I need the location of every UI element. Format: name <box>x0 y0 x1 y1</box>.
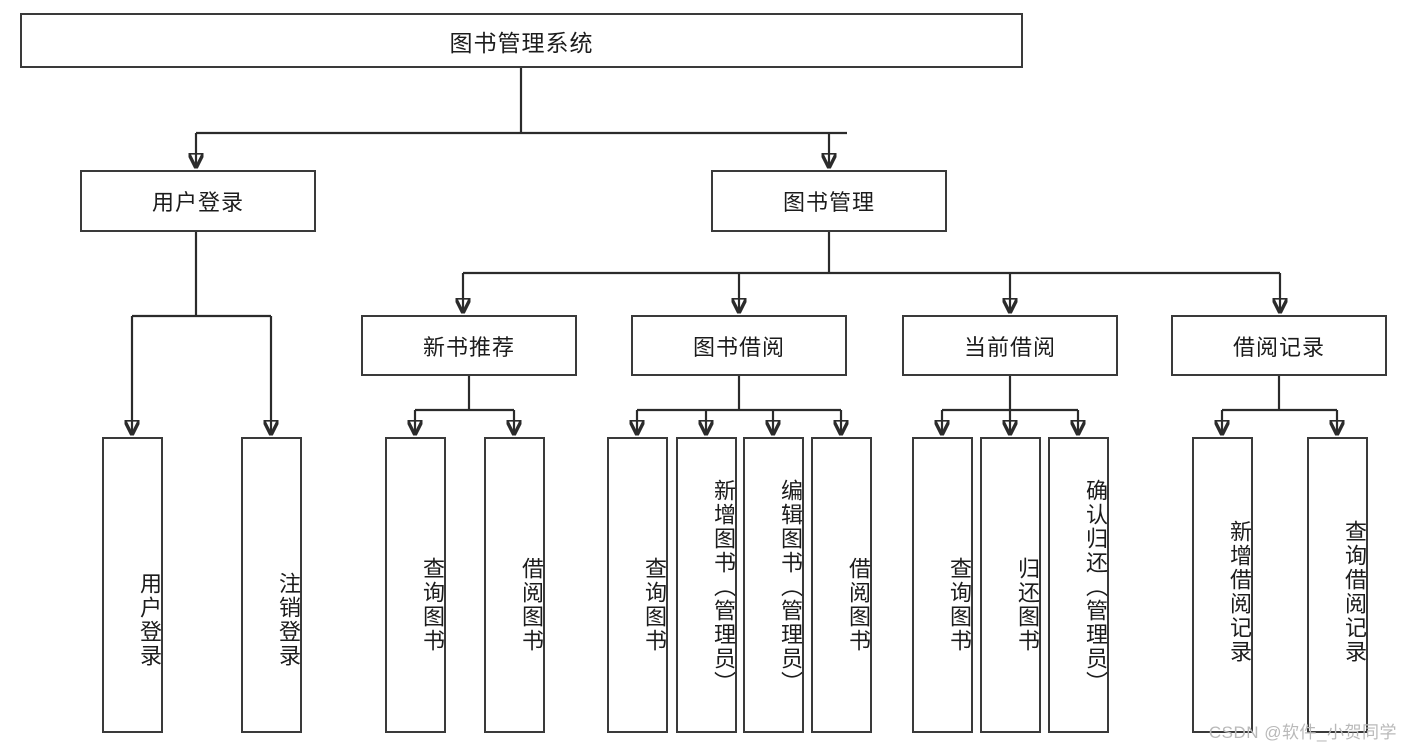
leaf-borrow-book-1-label: 借阅图书 <box>519 557 544 653</box>
node-borrow-record[interactable]: 借阅记录 <box>1171 315 1387 376</box>
leaf-query-book-3-label: 查询图书 <box>947 557 972 653</box>
leaf-user-login-label: 用户登录 <box>137 572 162 668</box>
leaf-query-book-1[interactable]: 查询图书 <box>385 437 446 733</box>
leaf-query-book-2-label: 查询图书 <box>642 557 667 653</box>
leaf-query-record-label: 查询借阅记录 <box>1342 520 1367 664</box>
leaf-user-login[interactable]: 用户登录 <box>102 437 163 733</box>
node-book-manage[interactable]: 图书管理 <box>711 170 947 232</box>
leaf-logout-login[interactable]: 注销登录 <box>241 437 302 733</box>
node-borrow-record-label: 借阅记录 <box>1232 334 1325 360</box>
leaf-borrow-book-2[interactable]: 借阅图书 <box>811 437 872 733</box>
node-book-borrow[interactable]: 图书借阅 <box>631 315 847 376</box>
leaf-query-record[interactable]: 查询借阅记录 <box>1307 437 1368 733</box>
leaf-borrow-book-1[interactable]: 借阅图书 <box>484 437 545 733</box>
node-root[interactable]: 图书管理系统 <box>20 13 1023 68</box>
node-new-book-recommend[interactable]: 新书推荐 <box>361 315 577 376</box>
leaf-add-book-label: 新增图书（管理员） <box>711 479 736 695</box>
node-user-login[interactable]: 用户登录 <box>80 170 316 232</box>
leaf-add-book[interactable]: 新增图书（管理员） <box>676 437 737 733</box>
leaf-return-book-label: 归还图书 <box>1015 557 1040 653</box>
leaf-borrow-book-2-label: 借阅图书 <box>846 557 871 653</box>
node-book-borrow-label: 图书借阅 <box>692 334 785 360</box>
leaf-edit-book-label: 编辑图书（管理员） <box>778 479 803 695</box>
node-root-label: 图书管理系统 <box>449 29 594 56</box>
node-current-borrow[interactable]: 当前借阅 <box>902 315 1118 376</box>
leaf-edit-book[interactable]: 编辑图书（管理员） <box>743 437 804 733</box>
node-current-borrow-label: 当前借阅 <box>963 334 1056 360</box>
leaf-query-book-2[interactable]: 查询图书 <box>607 437 668 733</box>
watermark: CSDN @软件_小贺同学 <box>1208 723 1397 742</box>
leaf-query-book-3[interactable]: 查询图书 <box>912 437 973 733</box>
leaf-return-book[interactable]: 归还图书 <box>980 437 1041 733</box>
leaf-confirm-return-label: 确认归还（管理员） <box>1083 479 1108 695</box>
node-new-book-recommend-label: 新书推荐 <box>422 334 515 360</box>
node-book-manage-label: 图书管理 <box>782 190 875 215</box>
leaf-add-record[interactable]: 新增借阅记录 <box>1192 437 1253 733</box>
leaf-add-record-label: 新增借阅记录 <box>1227 520 1252 664</box>
node-user-login-label: 用户登录 <box>151 190 244 215</box>
leaf-query-book-1-label: 查询图书 <box>420 557 445 653</box>
leaf-logout-login-label: 注销登录 <box>276 572 301 668</box>
leaf-confirm-return[interactable]: 确认归还（管理员） <box>1048 437 1109 733</box>
